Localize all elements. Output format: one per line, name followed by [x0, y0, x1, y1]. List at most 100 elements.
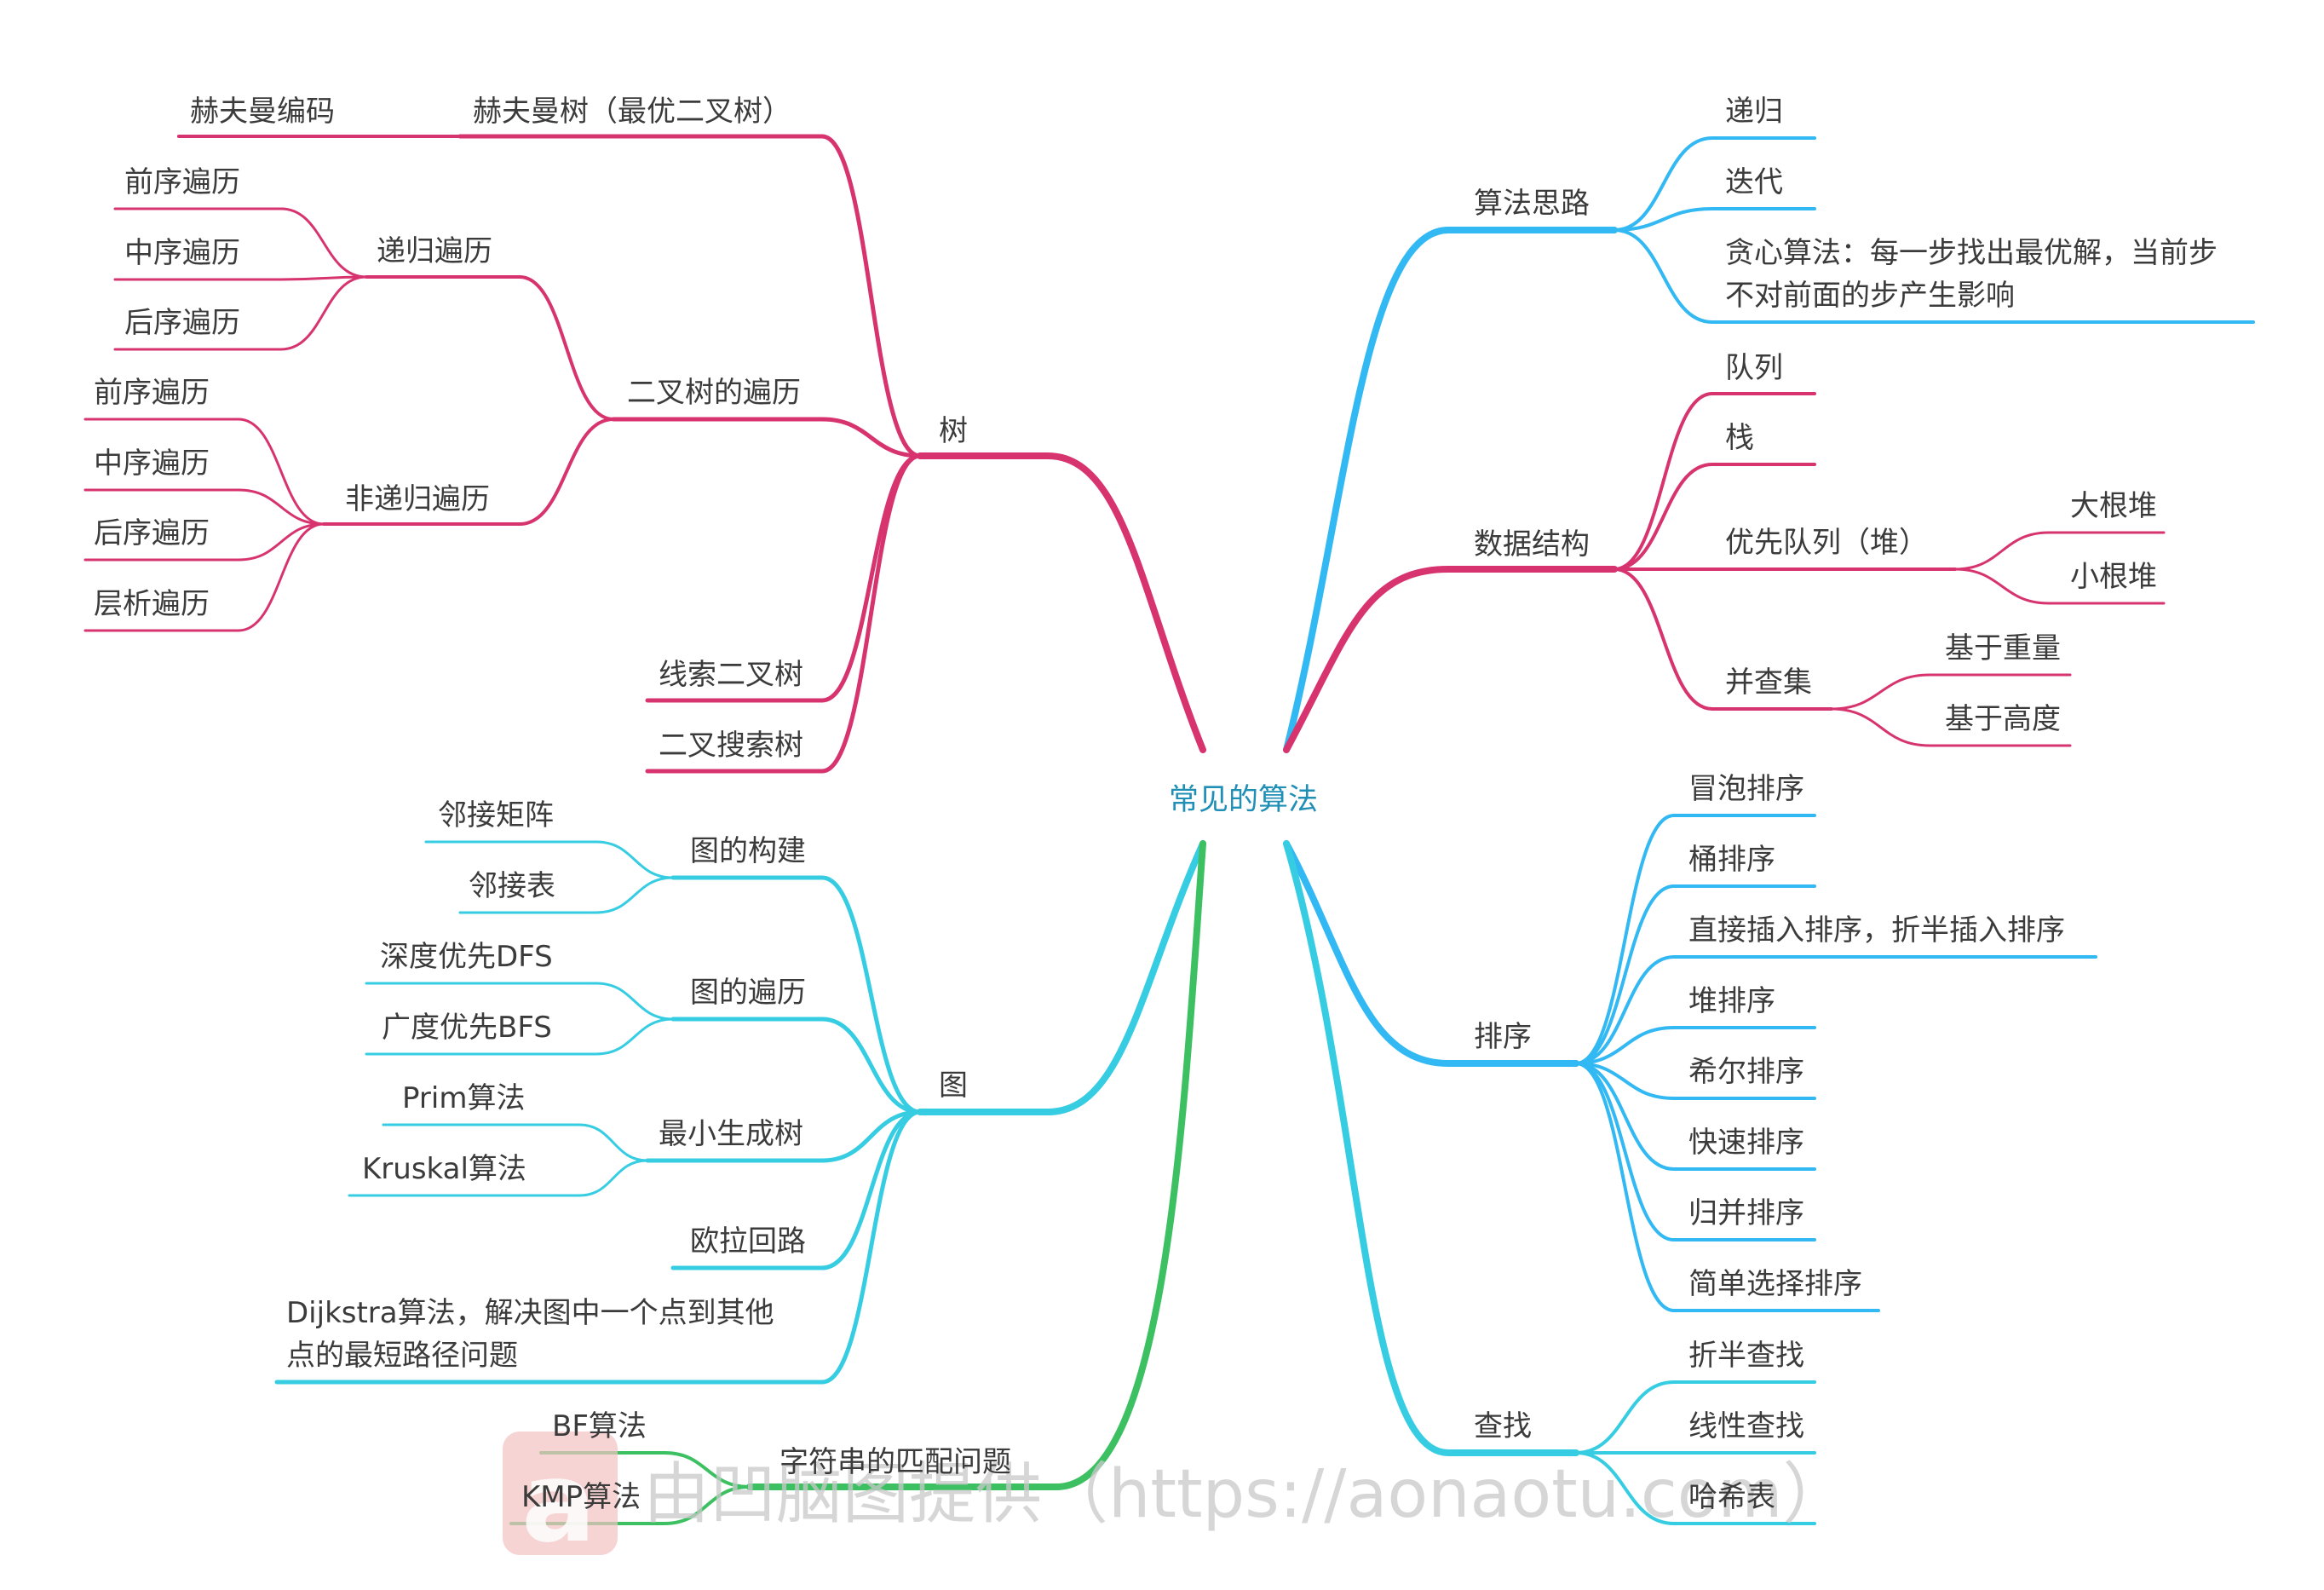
link-tree-traversal	[820, 417, 923, 458]
node-rec-inorder[interactable]: 中序遍历	[124, 236, 240, 270]
node-euler-circuit[interactable]: 欧拉回路	[690, 1224, 806, 1259]
node-dijkstra-line1[interactable]: Dijkstra算法，解决图中一个点到其他	[286, 1296, 774, 1330]
node-nonrec-levelorder[interactable]: 层析遍历	[94, 587, 210, 621]
link-graph-dijkstra	[820, 1109, 923, 1385]
node-nonrec-inorder[interactable]: 中序遍历	[94, 446, 210, 481]
link-traversal-nonrec	[518, 418, 615, 526]
connector-lines	[83, 134, 2255, 1525]
link-search-0	[1574, 1380, 1676, 1455]
link-nonrec-post	[237, 522, 325, 562]
link-pq-min	[1953, 567, 2051, 605]
node-greedy-line2[interactable]: 不对前面的步产生影响	[1725, 279, 2015, 313]
node-bfs[interactable]: 广度优先BFS	[382, 1011, 552, 1045]
node-recursion[interactable]: 递归	[1725, 95, 1783, 129]
node-queue[interactable]: 队列	[1725, 351, 1783, 385]
node-binary-tree-traversal[interactable]: 二叉树的遍历	[627, 376, 801, 410]
node-min-heap[interactable]: 小根堆	[2070, 560, 2157, 594]
node-dijkstra-line2[interactable]: 点的最短路径问题	[286, 1339, 518, 1373]
node-graph-traversal[interactable]: 图的遍历	[690, 976, 806, 1010]
node-linear-search[interactable]: 线性查找	[1688, 1409, 1804, 1443]
node-prim[interactable]: Prim算法	[402, 1081, 525, 1115]
node-hash-table[interactable]: 哈希表	[1688, 1480, 1775, 1514]
link-rec-post	[279, 275, 368, 351]
node-recursive-traversal[interactable]: 递归遍历	[377, 234, 492, 268]
node-greedy-line1[interactable]: 贪心算法：每一步找出最优解，当前步	[1725, 236, 2218, 270]
link-tree-bst	[820, 453, 923, 774]
link-search-2	[1574, 1451, 1676, 1525]
node-max-heap[interactable]: 大根堆	[2070, 489, 2157, 523]
root-node-label[interactable]: 常见的算法	[1169, 783, 1318, 817]
node-rec-preorder[interactable]: 前序遍历	[124, 165, 240, 199]
node-binary-search-tree[interactable]: 二叉搜索树	[659, 729, 803, 763]
link-build-list	[595, 876, 675, 914]
node-bubble-sort[interactable]: 冒泡排序	[1688, 772, 1804, 806]
link-tree-huffman	[820, 134, 923, 458]
link-root-algo	[1283, 227, 1618, 753]
node-huffman-code[interactable]: 赫夫曼编码	[190, 95, 335, 129]
node-priority-queue[interactable]: 优先队列（堆）	[1725, 526, 1928, 560]
node-huffman-tree[interactable]: 赫夫曼树（最优二叉树）	[473, 95, 791, 129]
node-data-structures[interactable]: 数据结构	[1474, 527, 1590, 562]
node-dfs[interactable]: 深度优先DFS	[380, 940, 553, 974]
node-graph-build[interactable]: 图的构建	[690, 834, 806, 868]
link-graph-build	[820, 875, 923, 1115]
link-sort-3	[1574, 1026, 1676, 1065]
node-searching[interactable]: 查找	[1474, 1409, 1532, 1443]
link-sort-7	[1574, 1062, 1676, 1312]
node-union-by-weight[interactable]: 基于重量	[1945, 631, 2061, 665]
link-nonrec-pre	[237, 418, 325, 526]
link-build-matrix	[595, 840, 675, 879]
link-root-ds	[1283, 566, 1618, 753]
node-union-by-height[interactable]: 基于高度	[1945, 702, 2061, 736]
node-string-matching[interactable]: 字符串的匹配问题	[779, 1445, 1011, 1479]
node-shell-sort[interactable]: 希尔排序	[1688, 1055, 1804, 1089]
node-bf-algorithm[interactable]: BF算法	[552, 1409, 647, 1443]
link-nonrec-in	[237, 488, 325, 526]
node-adjacency-list[interactable]: 邻接表	[469, 869, 555, 903]
link-root-sort	[1283, 840, 1579, 1067]
link-root-string	[746, 840, 1206, 1490]
link-traverse-dfs	[595, 982, 675, 1021]
node-heap-sort[interactable]: 堆排序	[1688, 984, 1775, 1018]
link-ds-queue	[1613, 392, 1714, 571]
node-nonrecursive-traversal[interactable]: 非递归遍历	[345, 482, 490, 516]
node-sorting[interactable]: 排序	[1474, 1020, 1532, 1054]
node-mst[interactable]: 最小生成树	[659, 1117, 803, 1151]
watermark: a 由凹脑图提供（https://aonaotu.com）	[503, 1432, 1849, 1567]
link-nonrec-level	[237, 522, 325, 632]
link-uf-height	[1830, 707, 1931, 747]
link-tree-threaded	[820, 453, 923, 703]
link-root-graph	[917, 840, 1206, 1115]
node-bucket-sort[interactable]: 桶排序	[1688, 843, 1775, 877]
node-quick-sort[interactable]: 快速排序	[1688, 1126, 1804, 1160]
link-sort-6	[1574, 1062, 1676, 1241]
node-binary-search[interactable]: 折半查找	[1688, 1339, 1804, 1373]
node-threaded-binary-tree[interactable]: 线索二叉树	[659, 658, 803, 692]
node-adjacency-matrix[interactable]: 邻接矩阵	[438, 798, 554, 832]
node-kmp-algorithm[interactable]: KMP算法	[521, 1480, 641, 1514]
watermark-logo-bg	[503, 1432, 618, 1555]
node-selection-sort[interactable]: 简单选择排序	[1688, 1267, 1862, 1301]
node-merge-sort[interactable]: 归并排序	[1688, 1196, 1804, 1230]
link-sort-5	[1574, 1062, 1676, 1171]
link-graph-traverse	[820, 1017, 923, 1115]
node-tree[interactable]: 树	[939, 414, 968, 448]
node-kruskal[interactable]: Kruskal算法	[362, 1152, 526, 1186]
link-string-bf	[663, 1451, 751, 1489]
node-rec-postorder[interactable]: 后序遍历	[124, 306, 240, 340]
link-mst-kruskal	[578, 1159, 649, 1197]
node-iteration[interactable]: 迭代	[1725, 165, 1783, 199]
link-root-tree	[917, 452, 1206, 753]
node-stack[interactable]: 栈	[1725, 421, 1754, 455]
link-sort-2	[1574, 955, 1676, 1065]
node-insertion-sort[interactable]: 直接插入排序，折半插入排序	[1688, 913, 2065, 948]
node-union-find[interactable]: 并查集	[1725, 665, 1812, 700]
link-ds-uf	[1613, 567, 1714, 711]
node-algorithm-ideas[interactable]: 算法思路	[1474, 187, 1590, 221]
node-nonrec-preorder[interactable]: 前序遍历	[94, 376, 210, 410]
watermark-logo-letter: a	[521, 1437, 596, 1567]
link-graph-mst	[820, 1109, 923, 1163]
node-nonrec-postorder[interactable]: 后序遍历	[94, 516, 210, 550]
node-graph[interactable]: 图	[939, 1069, 968, 1103]
